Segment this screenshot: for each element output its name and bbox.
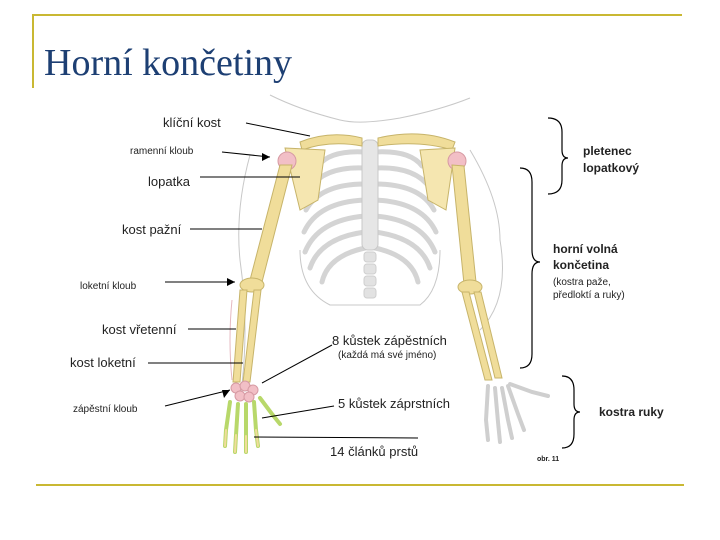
label-zapestni-kloub: zápěstní kloub <box>73 404 138 415</box>
figure-number: obr. 11 <box>537 456 559 464</box>
sternum <box>362 140 378 250</box>
label-kustek-zaprstnich: 5 kůstek záprstních <box>338 397 450 411</box>
label-kazda-jmeno: (každá má své jméno) <box>338 350 436 361</box>
label-clanku-prstu: 14 článků prstů <box>330 445 418 459</box>
fingers-left <box>225 398 280 452</box>
label-horni-volna-line1: horní volná <box>553 243 618 256</box>
label-horni-volna-line2: končetina <box>553 259 609 272</box>
label-kostra-ruky: kostra ruky <box>599 406 664 419</box>
label-ramenni-kloub: ramenní kloub <box>130 146 193 157</box>
label-kost-loketni: kost loketní <box>70 356 136 370</box>
hand-right <box>486 384 548 442</box>
carpals-left <box>231 381 258 402</box>
label-kostra-paze-line1: (kostra paže, <box>553 277 611 288</box>
label-kost-vretenni: kost vřetenní <box>102 323 176 337</box>
label-kostra-paze-line2: předloktí a ruky) <box>553 290 625 301</box>
label-kustek-zapestnich: 8 kůstek zápěstních <box>332 334 447 348</box>
label-lopatka: lopatka <box>148 175 190 189</box>
spine <box>364 252 376 298</box>
label-klicni-kost: klíční kost <box>163 116 221 130</box>
label-pletenec-line2: lopatkový <box>583 162 639 175</box>
label-pletenec-line1: pletenec <box>583 145 632 158</box>
phalanges-left <box>225 430 258 452</box>
label-kost-pazni: kost pažní <box>122 223 181 237</box>
label-loketni-kloub: loketní kloub <box>80 281 136 292</box>
forearm-outline <box>230 300 232 380</box>
